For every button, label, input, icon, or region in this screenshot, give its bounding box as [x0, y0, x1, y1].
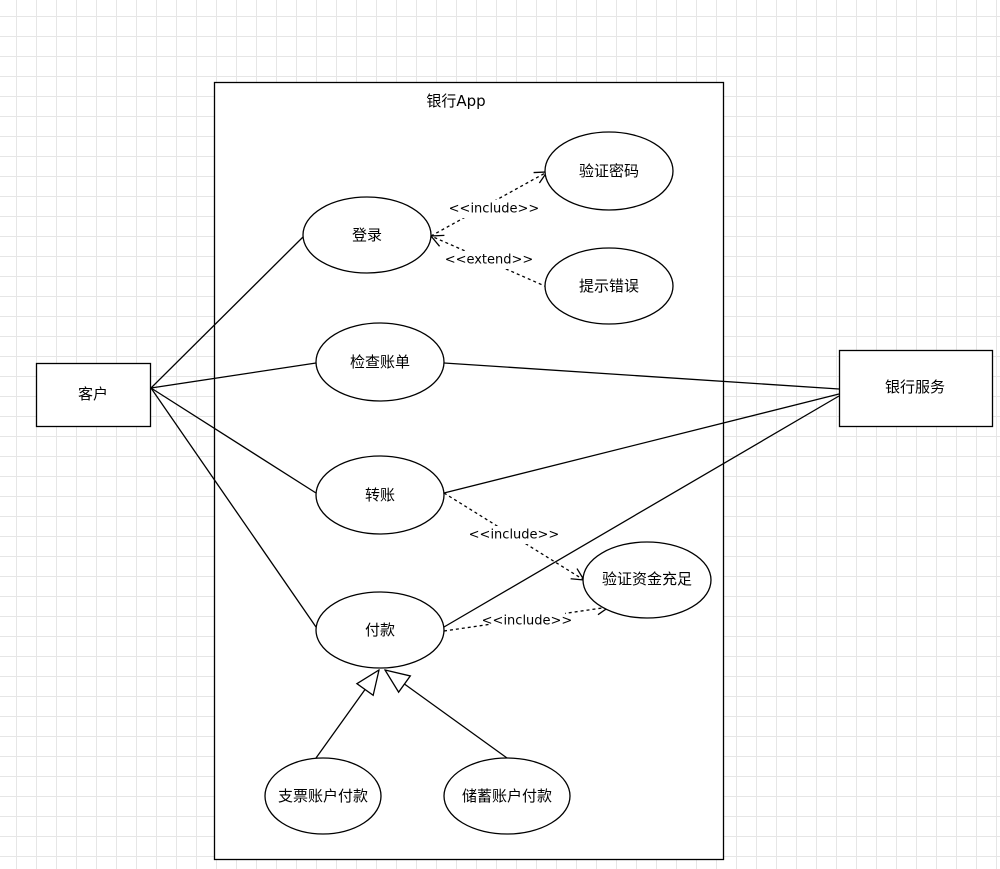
generalization-check-payment — [315, 670, 379, 759]
use-case-payment-label: 付款 — [365, 621, 395, 639]
use-case-check-payment-label: 支票账户付款 — [278, 787, 368, 805]
association-bank-payment — [443, 395, 840, 628]
use-case-check-bill-label: 检查账单 — [350, 353, 410, 371]
actor-customer-label: 客户 — [78, 385, 108, 403]
association-customer-payment — [150, 387, 317, 628]
use-case-show-error-label: 提示错误 — [579, 277, 639, 295]
extend-label-login: <<extend>> — [445, 253, 534, 268]
association-customer-check-bill — [150, 362, 317, 389]
use-case-savings-payment[interactable] — [443, 757, 571, 835]
use-case-verify-password[interactable] — [544, 131, 674, 211]
use-case-check-payment[interactable] — [264, 757, 382, 835]
include-label-transfer: <<include>> — [469, 528, 560, 543]
generalization-savings-payment — [385, 670, 508, 759]
use-case-payment[interactable] — [315, 591, 445, 669]
use-case-show-error[interactable] — [544, 247, 674, 325]
system-title: 银行App — [426, 92, 485, 110]
use-case-verify-password-label: 验证密码 — [579, 162, 639, 180]
actor-customer[interactable] — [35, 362, 152, 428]
use-case-savings-payment-label: 储蓄账户付款 — [462, 787, 552, 805]
use-case-transfer[interactable] — [315, 455, 445, 535]
association-bank-transfer — [443, 393, 840, 494]
actor-bank-service-label: 银行服务 — [885, 378, 945, 396]
actor-bank-service[interactable] — [838, 349, 994, 428]
use-case-verify-funds-label: 验证资金充足 — [602, 570, 692, 588]
use-case-verify-funds[interactable] — [582, 541, 712, 619]
include-payment-verify-funds — [443, 607, 609, 632]
use-case-login[interactable] — [302, 196, 432, 274]
association-bank-check-bill — [443, 362, 840, 390]
use-case-login-label: 登录 — [352, 226, 382, 244]
association-customer-transfer — [150, 387, 317, 494]
use-case-transfer-label: 转账 — [365, 486, 395, 504]
association-customer-login — [150, 235, 305, 389]
use-case-check-bill[interactable] — [315, 322, 445, 402]
include-label-payment: <<include>> — [482, 614, 573, 629]
include-label-login: <<include>> — [449, 202, 540, 217]
